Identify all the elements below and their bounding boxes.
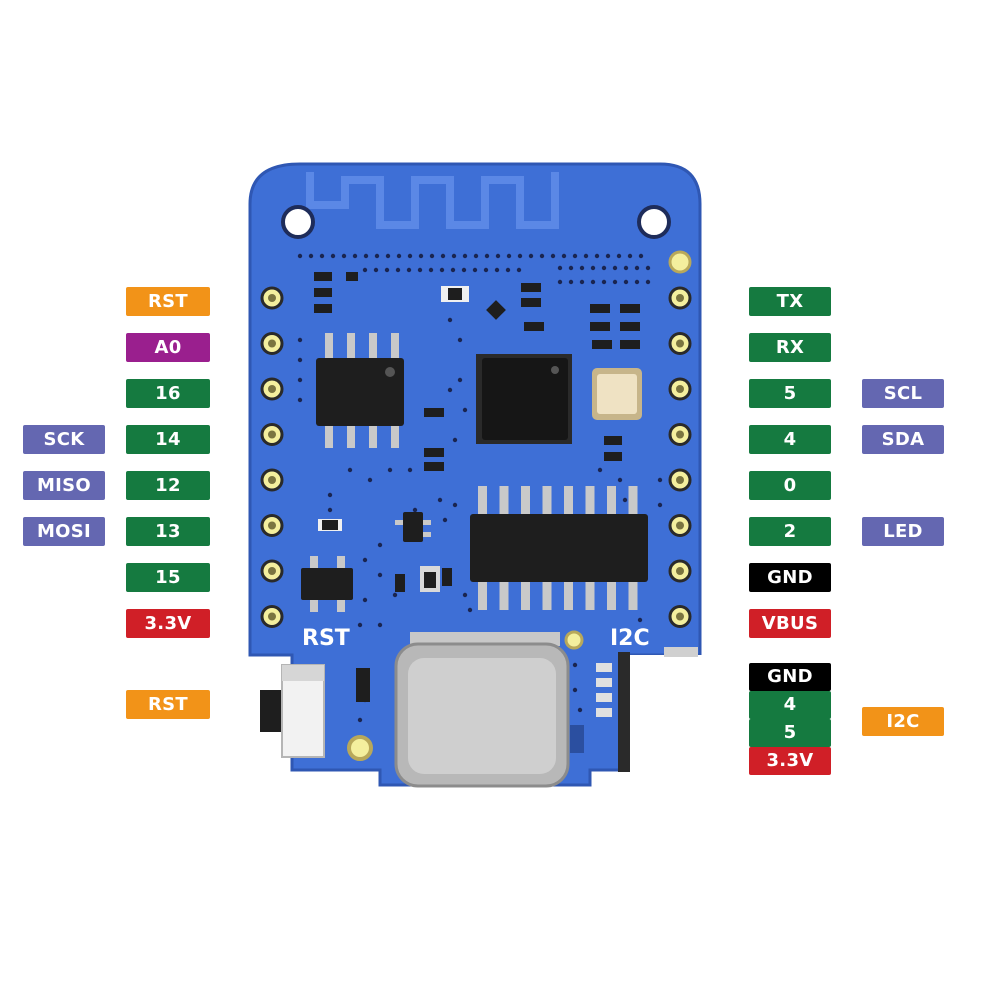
mounting-hole-left xyxy=(281,205,315,239)
i2c-connector xyxy=(618,647,702,772)
right-pin-label-7: VBUS xyxy=(749,609,831,638)
left-pin-label-3: 14 xyxy=(126,425,210,454)
rst-button-label: RST xyxy=(126,690,210,719)
left-pin-label-5: 13 xyxy=(126,517,210,546)
right-pin-label-1: RX xyxy=(749,333,831,362)
i2c-connector-label: I2C xyxy=(862,707,944,736)
right-pin-label-0: TX xyxy=(749,287,831,316)
left-header-pads xyxy=(260,286,284,628)
i2c-pin-label-3: 3.3V xyxy=(749,747,831,775)
right-pin-label-4: 0 xyxy=(749,471,831,500)
right-pin-function-5: LED xyxy=(862,517,944,546)
silk-label-i2c: I2C xyxy=(610,626,650,651)
left-pin-label-4: 12 xyxy=(126,471,210,500)
right-pin-function-3: SDA xyxy=(862,425,944,454)
corner-pad-top-right xyxy=(668,250,692,274)
usb-c-connector xyxy=(394,632,570,788)
via-field xyxy=(297,253,663,723)
passive-components xyxy=(314,272,640,753)
right-pin-label-5: 2 xyxy=(749,517,831,546)
right-pin-function-2: SCL xyxy=(862,379,944,408)
left-pin-label-2: 16 xyxy=(126,379,210,408)
silk-label-rst: RST xyxy=(302,626,350,651)
left-pin-label-1: A0 xyxy=(126,333,210,362)
mounting-hole-right xyxy=(637,205,671,239)
i2c-pin-label-2: 5 xyxy=(749,719,831,747)
regulator xyxy=(301,512,431,612)
reset-button xyxy=(260,664,325,758)
right-pin-label-2: 5 xyxy=(749,379,831,408)
flash-chip xyxy=(316,333,404,448)
esp8266-chip xyxy=(476,354,572,444)
i2c-pin-label-1: 4 xyxy=(749,691,831,719)
right-header-pads xyxy=(668,286,692,628)
i2c-pin-label-0: GND xyxy=(749,663,831,691)
left-pin-label-7: 3.3V xyxy=(126,609,210,638)
antenna-trace xyxy=(306,172,559,229)
usb-serial-chip xyxy=(470,486,648,610)
right-pin-label-6: GND xyxy=(749,563,831,592)
left-pin-function-5: MOSI xyxy=(23,517,105,546)
left-pin-label-0: RST xyxy=(126,287,210,316)
left-pin-label-6: 15 xyxy=(126,563,210,592)
right-pin-label-3: 4 xyxy=(749,425,831,454)
left-pin-function-4: MISO xyxy=(23,471,105,500)
crystal xyxy=(592,368,642,420)
corner-pad-bottom-left xyxy=(347,735,373,761)
left-pin-function-3: SCK xyxy=(23,425,105,454)
corner-pad-usb-right xyxy=(564,630,584,650)
